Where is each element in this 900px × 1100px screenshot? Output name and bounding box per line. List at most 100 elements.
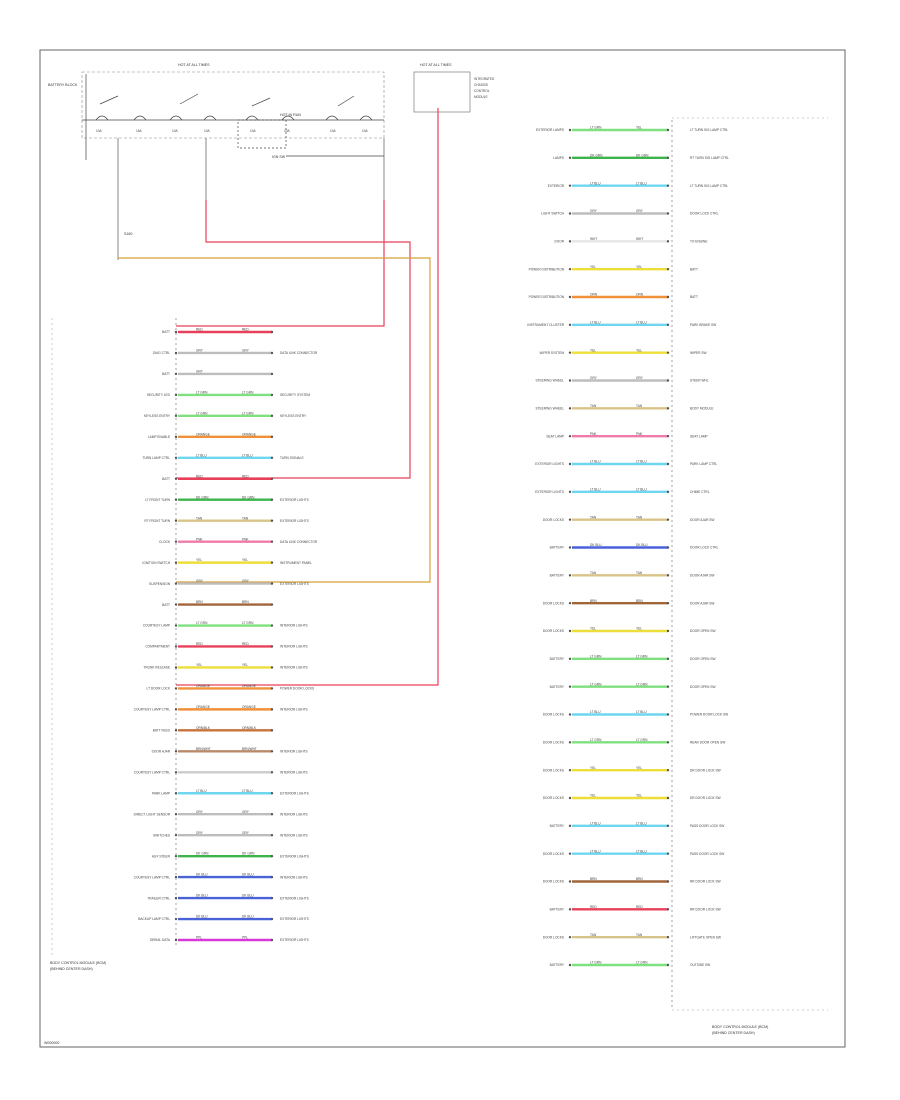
left-pin-destination: INTERIOR LIGHTS [280, 770, 308, 774]
right-wire-color-2: LT GRN [636, 738, 648, 742]
right-pin-label: BATTERY [550, 824, 565, 828]
right-pin-dot-end [666, 880, 670, 883]
right-pin-label: WIPER SYSTEM [540, 351, 565, 355]
right-pin-label: BATTERY [550, 963, 565, 967]
right-wire-color-2: LT GRN [636, 654, 648, 658]
left-wire-color-1: GRY [196, 810, 204, 814]
right-pin-dot-end [666, 267, 670, 271]
left-pin-destination: INTERIOR LIGHTS [280, 666, 308, 670]
right-wire-color-1: LT GRN [590, 126, 602, 130]
right-pin-dot-end [666, 796, 670, 800]
right-pin-dot [568, 128, 572, 132]
left-pin-dot-end [270, 435, 274, 439]
right-pin-label: DOOR [554, 240, 564, 244]
right-wire-color-1: DK GRN [590, 153, 603, 157]
right-pin-dot [568, 880, 572, 883]
right-pin-destination: POWER DOOR LOCK SW [690, 713, 728, 717]
left-pin-dot [174, 540, 178, 543]
right-pin-destination: WIPER SW [690, 351, 706, 355]
left-wire-color-2: BRN [242, 600, 249, 604]
right-pin-dot [568, 741, 572, 744]
right-wire-color-1: TAN [590, 515, 597, 519]
right-pin-label: DOOR LOCKS [543, 518, 564, 522]
left-pin-label: COURTESY LAMP CTRL [134, 770, 171, 774]
left-pin-dot-end [270, 372, 274, 376]
right-wire-color-2: DK GRN [636, 153, 649, 157]
left-pin-label: BACKUP LAMP CTRL [138, 917, 170, 921]
left-wire-color-2: ORN/BLK [242, 726, 257, 730]
left-wire-color-2: LT BLU [242, 789, 253, 793]
right-wire-color-2: ORN [636, 293, 644, 297]
right-wire-color-1: LT GRN [590, 961, 602, 965]
right-wire-color-2: LT BLU [636, 710, 647, 714]
right-pin-dot [568, 768, 572, 772]
left-wire-color-1: BRN [196, 600, 203, 604]
left-wire-color-2: GRY [242, 831, 250, 835]
left-wire-color-2: PNK [242, 537, 249, 541]
right-pin-label: EXTERIOR [548, 184, 565, 188]
right-pin-label: POWER DISTRIBUTION [529, 295, 565, 299]
right-pin-destination: DR DOOR LOCK SW [690, 768, 721, 772]
left-pin-dot-end [270, 519, 274, 522]
left-wire-color-1: LT GRN [196, 621, 208, 625]
right-wire-color-2: DK BLU [636, 543, 648, 547]
right-wire-color-1: RED [590, 905, 597, 909]
left-pin-dot [174, 330, 178, 334]
right-pin-dot [568, 824, 572, 828]
right-pin-dot-end [666, 685, 670, 688]
left-pin-label: COURTESY LAMP CTRL [134, 708, 171, 712]
left-pin-destination: DATA LINK CONNECTOR [280, 351, 318, 355]
right-pin-dot-end [666, 351, 670, 354]
left-wire-color-2: YEL [242, 663, 248, 667]
left-wire-color-1: GRY [196, 349, 204, 353]
left-pin-dot-end [270, 813, 274, 816]
right-pin-destination: LT TURN SIG LAMP CTRL [690, 128, 728, 132]
feed-wires [118, 108, 439, 686]
right-pin-dot-end [666, 963, 670, 967]
left-wire-color-1: RED [196, 474, 203, 478]
left-wire-color-1: DK GRN [196, 852, 209, 856]
left-pin-destination: INTERIOR LIGHTS [280, 645, 308, 649]
right-wire-color-2: TAN [636, 404, 643, 408]
right-pin-destination: DOOR OPEN SW [690, 657, 716, 661]
left-wire-color-1: RED [196, 328, 203, 332]
left-wire-color-1: LT GRN [196, 390, 208, 394]
left-pin-dot [174, 582, 178, 585]
left-pin-label: SECURITY LED [147, 393, 171, 397]
fuse-block: HOT AT ALL TIMES BATTERY BLOCK HOT IN RU… [48, 63, 385, 260]
right-pin-destination: LIFTGATE OPEN SW [690, 935, 721, 939]
left-pin-dot-end [270, 561, 274, 564]
splice-label: S160 [124, 232, 132, 236]
left-pin-dot-end [270, 330, 274, 334]
right-wire-color-1: YEL [590, 265, 596, 269]
left-pin-label: TRAILER CTRL [147, 896, 170, 900]
right-pin-dot-end [666, 574, 670, 577]
battery-label: BATTERY BLOCK [48, 83, 78, 87]
left-pin-destination: KEYLESS ENTRY [280, 414, 307, 418]
right-wire-color-2: BRN [636, 877, 643, 881]
left-wire-color-1: LT BLU [196, 453, 207, 457]
right-pin-dot [568, 240, 572, 243]
right-module-label-1: BODY CONTROL MODULE (BCM) [712, 1025, 768, 1029]
right-pin-dot [568, 351, 572, 354]
left-pin-dot [174, 351, 178, 355]
right-wire-color-2: LT GRN [636, 682, 648, 686]
left-wire-color-1: GRY [196, 370, 204, 374]
